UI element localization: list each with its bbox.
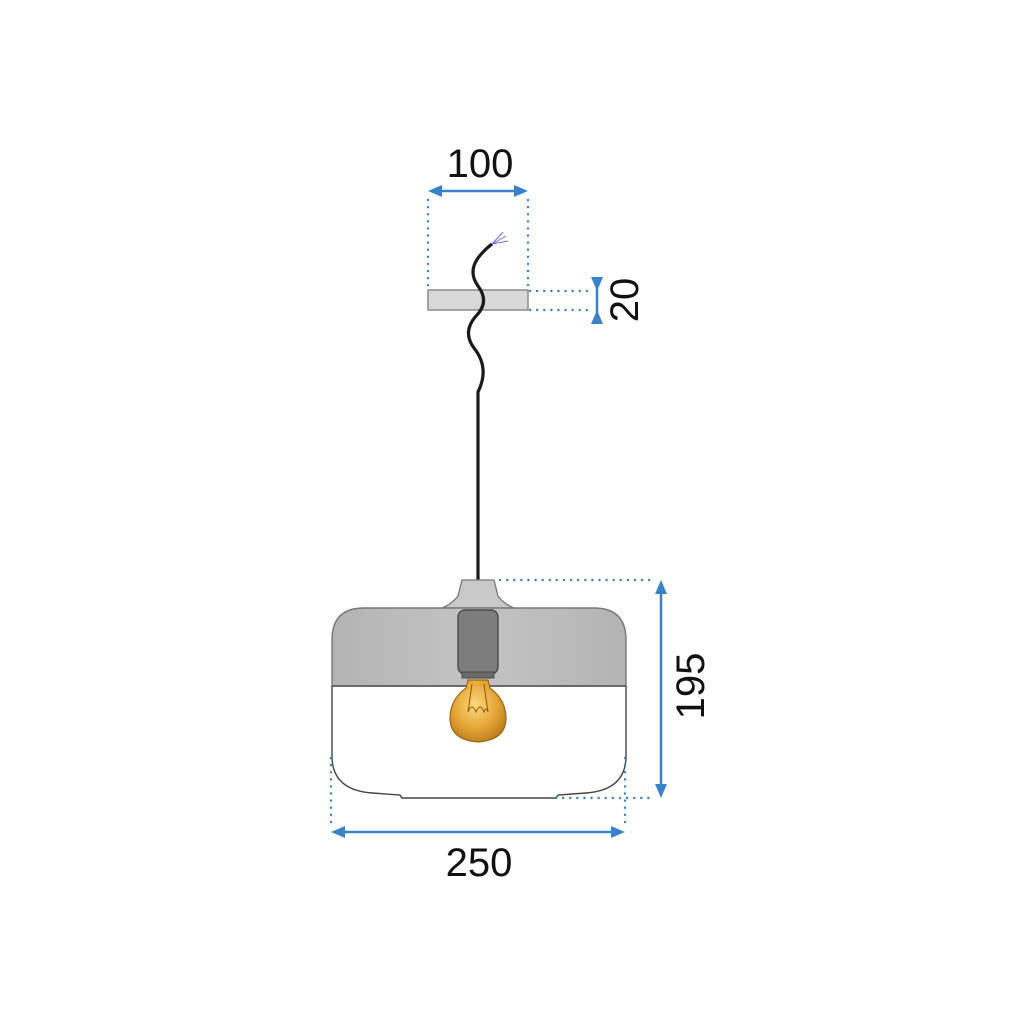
canopy-width-label: 100 [447,142,514,186]
shade-width-dimension: 250 [329,756,627,885]
wire-ends-icon [491,231,509,245]
shade-width-label: 250 [446,841,513,885]
canopy-width-dimension: 100 [426,142,530,292]
bulb-socket [457,609,499,675]
shade-height-label: 195 [669,653,713,720]
power-cable [466,231,509,580]
shade-cap [441,579,515,609]
edison-bulb-icon [449,679,507,743]
ceiling-canopy [427,289,529,311]
canopy-height-dimension: 20 [528,277,647,324]
canopy-height-label: 20 [603,278,647,323]
shade-height-dimension: 195 [498,578,713,800]
